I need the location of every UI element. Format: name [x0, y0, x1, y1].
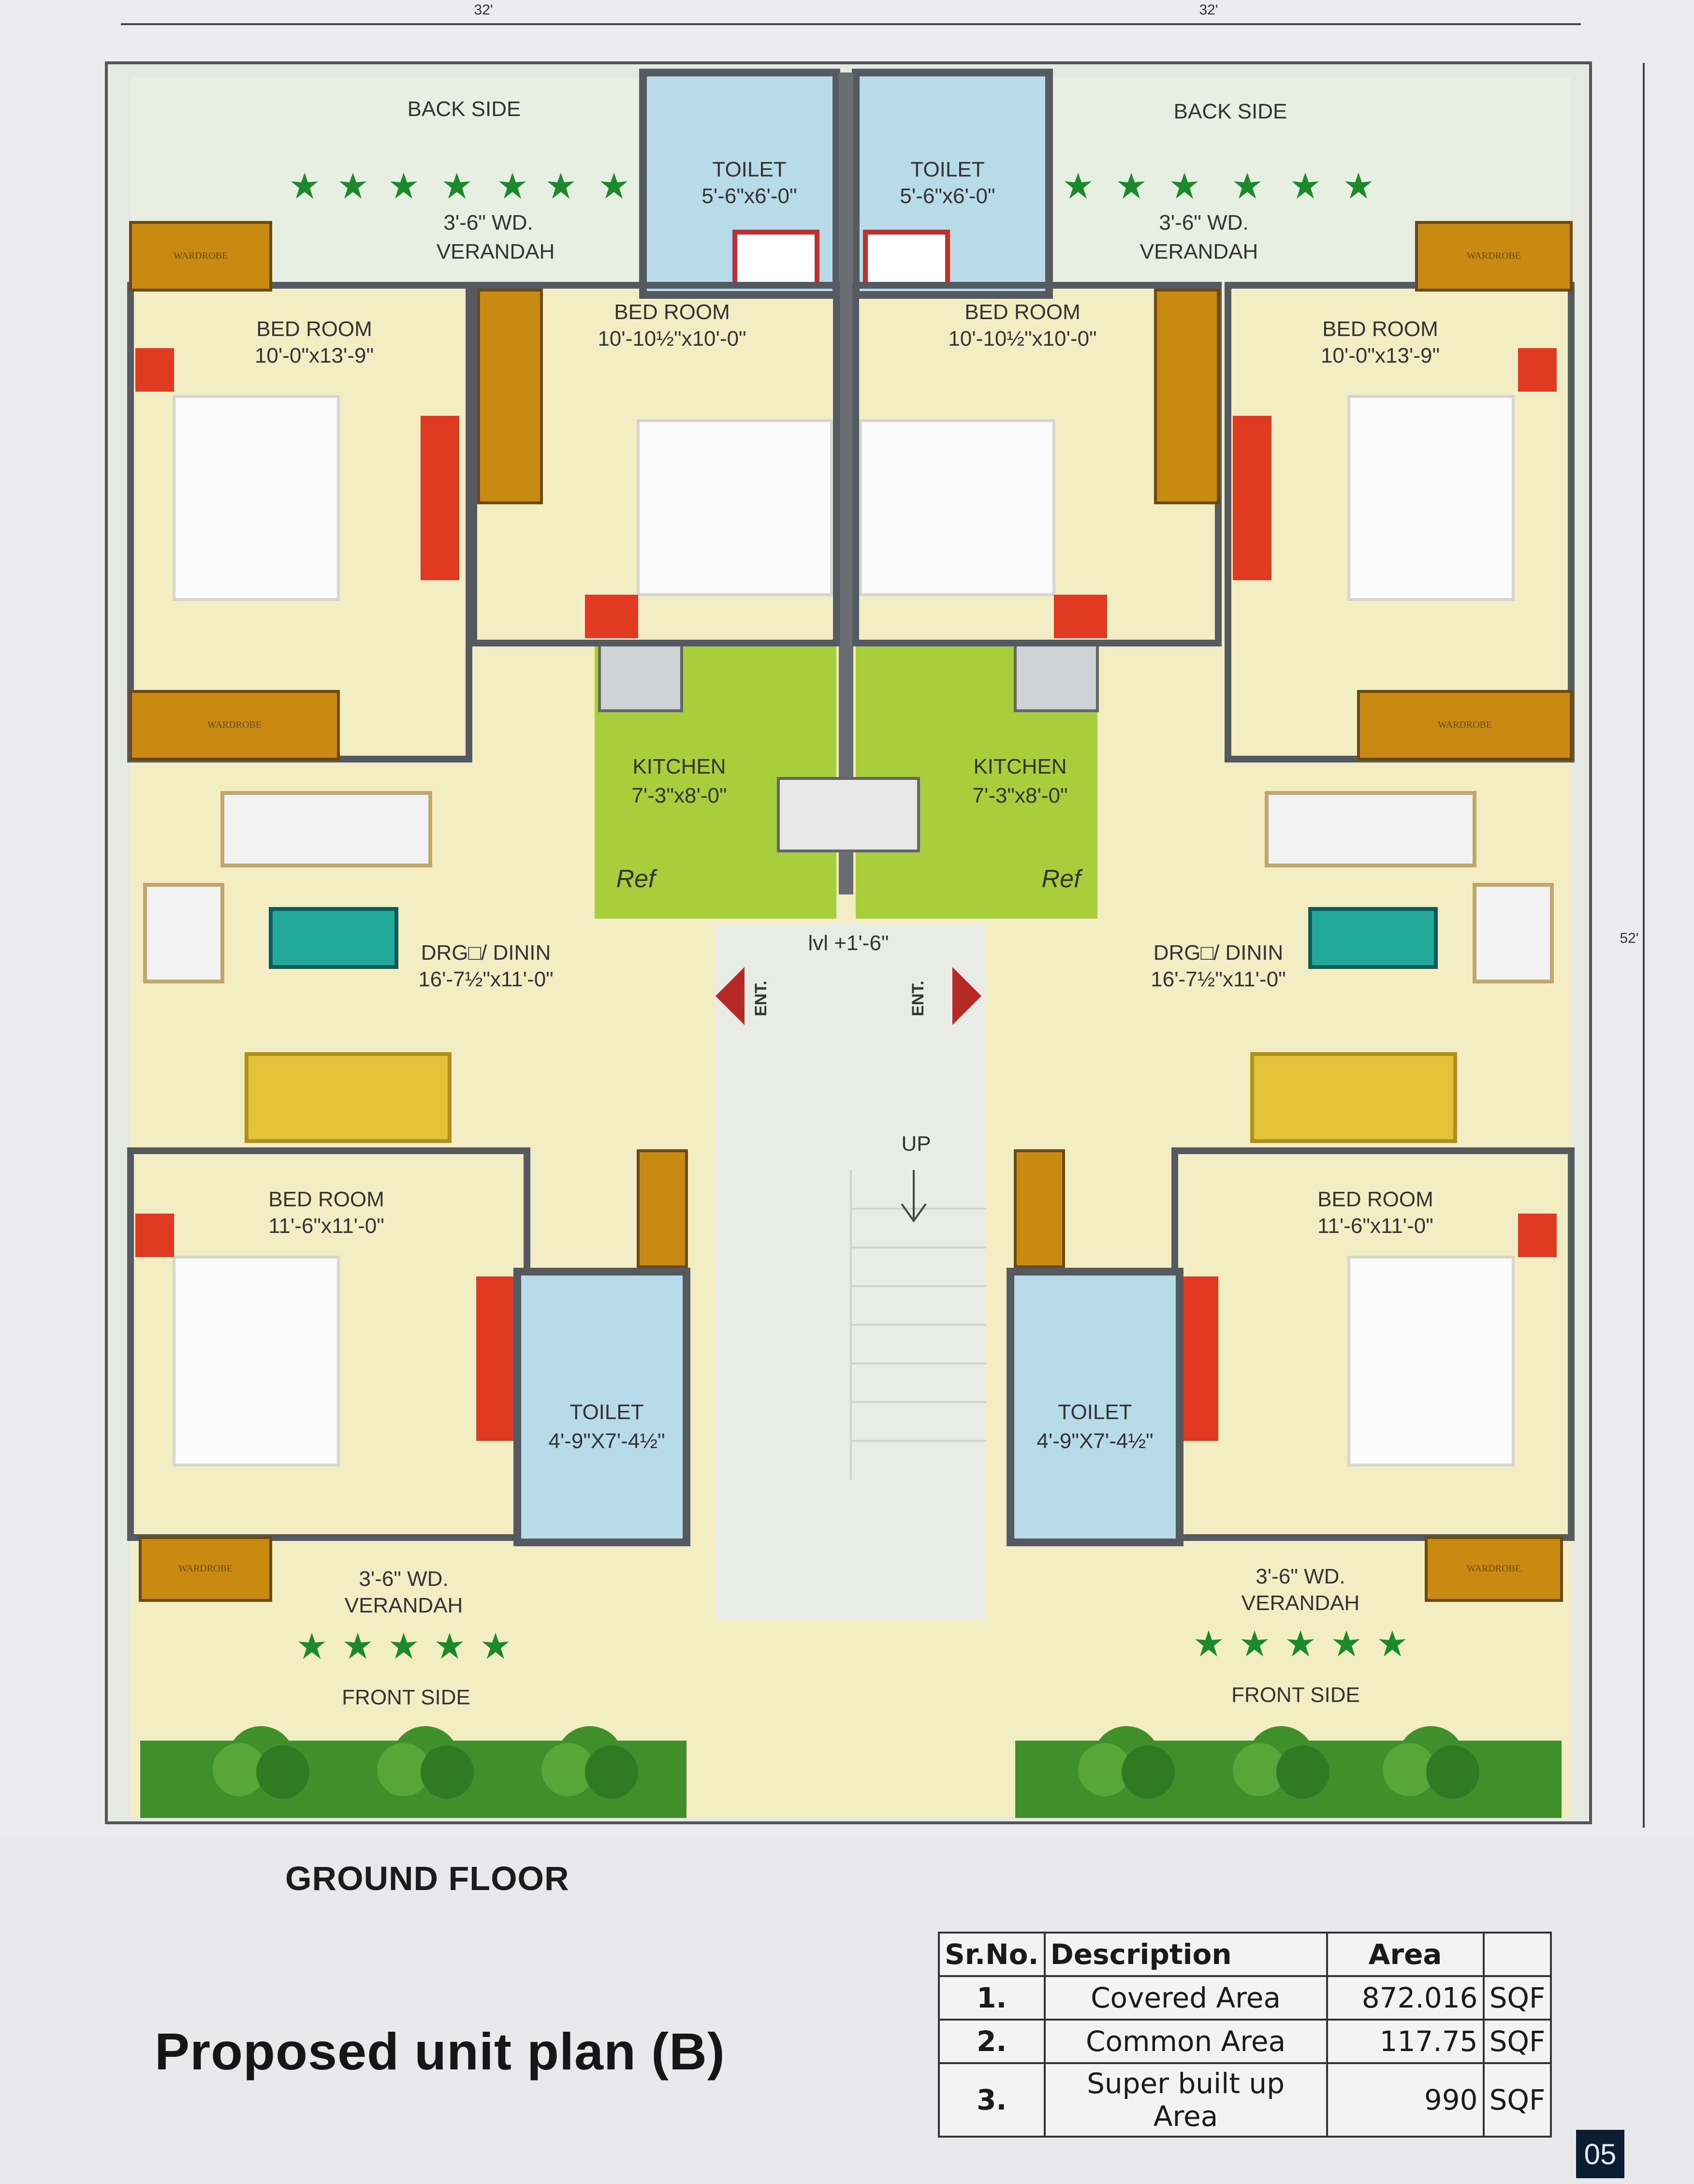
- kitchen-left-size: 7'-3"x8'-0": [631, 784, 727, 807]
- floor-plan: 32' 32' 52': [105, 2, 1645, 1828]
- toilet-bottom-left-size: 4'-9"X7'-4½": [548, 1429, 665, 1453]
- bed-room-front-right-size: 11'-6"x11'-0": [1317, 1214, 1433, 1238]
- bed-room-front-right-label: BED ROOM: [1317, 1187, 1433, 1211]
- wardrobe-label-6: WARDROBE: [1467, 1563, 1521, 1574]
- kitchen-right-label: KITCHEN: [973, 755, 1066, 778]
- toilet-top-left-label: TOILET: [712, 158, 786, 181]
- row-area: 872.016: [1326, 1975, 1485, 2021]
- level-label: lvl +1'-6": [808, 931, 889, 955]
- toilet-bottom-right-label: TOILET: [1058, 1400, 1132, 1424]
- entrance-right: ENT.: [909, 981, 927, 1016]
- verandah-bottom-left-size: 3'-6" WD.: [359, 1567, 448, 1591]
- ref-left: Ref: [616, 865, 657, 893]
- kitchen-right-size: 7'-3"x8'-0": [972, 784, 1067, 807]
- dim-top-right: 32': [1199, 2, 1218, 18]
- bed-room-front-left-label: BED ROOM: [268, 1187, 384, 1211]
- verandah-bottom-right-size: 3'-6" WD.: [1256, 1565, 1345, 1588]
- header-area: Area: [1326, 1932, 1485, 1977]
- verandah-top-left-size: 3'-6" WD.: [443, 211, 533, 235]
- bed-room-center-left-label: BED ROOM: [614, 300, 730, 324]
- ground-floor-label: GROUND FLOOR: [285, 1860, 570, 1897]
- row-area: 990: [1326, 2062, 1485, 2138]
- ref-right: Ref: [1042, 865, 1083, 893]
- drawing-right-label: DRG□/ DININ: [1154, 941, 1284, 965]
- row-no: 3.: [938, 2062, 1046, 2138]
- back-side-left: BACK SIDE: [408, 97, 521, 121]
- row-area: 117.75: [1326, 2019, 1485, 2064]
- area-table: Sr.No. Description Area 1. Covered Area …: [938, 1932, 1552, 2138]
- bed-room-front-left-size: 11'-6"x11'-0": [268, 1214, 384, 1238]
- row-description: Common Area: [1043, 2019, 1328, 2064]
- header-description: Description: [1043, 1932, 1328, 1977]
- dim-right: 52': [1620, 930, 1638, 946]
- row-description: Super built up Area: [1043, 2062, 1328, 2138]
- verandah-top-left-label: VERANDAH: [437, 240, 555, 264]
- front-side-right: FRONT SIDE: [1231, 1683, 1360, 1707]
- table-row: 3. Super built up Area 990 SQF: [938, 2062, 1552, 2138]
- table-row: 2. Common Area 117.75 SQF: [938, 2019, 1552, 2064]
- row-unit: SQF: [1482, 1975, 1552, 2021]
- row-no: 2.: [938, 2019, 1046, 2064]
- toilet-top-right-label: TOILET: [910, 158, 984, 181]
- verandah-top-right-label: VERANDAH: [1140, 240, 1258, 264]
- wardrobe-label-3: WARDROBE: [207, 719, 262, 730]
- bed-room-center-left-size: 10'-10½"x10'-0": [598, 327, 746, 351]
- plan-title: Proposed unit plan (B): [155, 2022, 725, 2081]
- header-unit: [1482, 1932, 1552, 1977]
- row-unit: SQF: [1482, 2062, 1552, 2138]
- entrance-left: ENT.: [752, 981, 770, 1016]
- back-side-right: BACK SIDE: [1174, 100, 1287, 123]
- wardrobe-label-4: WARDROBE: [1438, 719, 1492, 730]
- verandah-bottom-left-label: VERANDAH: [345, 1594, 463, 1617]
- table-row: 1. Covered Area 872.016 SQF: [938, 1975, 1552, 2021]
- bed-room-corner-right-size: 10'-0"x13'-9": [1321, 344, 1440, 367]
- bed-room-center-right-label: BED ROOM: [964, 300, 1081, 324]
- wardrobe-label-1: WARDROBE: [174, 250, 228, 261]
- kitchen-left-label: KITCHEN: [632, 755, 726, 778]
- bed-room-corner-left-size: 10'-0"x13'-9": [255, 344, 374, 367]
- toilet-top-right-size: 5'-6"x6'-0": [900, 184, 995, 208]
- toilet-bottom-left-label: TOILET: [570, 1400, 643, 1424]
- wardrobe-label-2: WARDROBE: [1467, 250, 1521, 261]
- bed-room-corner-left-label: BED ROOM: [256, 317, 372, 341]
- row-description: Covered Area: [1043, 1975, 1328, 2021]
- row-unit: SQF: [1482, 2019, 1552, 2064]
- bed-room-corner-right-label: BED ROOM: [1322, 317, 1438, 341]
- bed-room-center-right-size: 10'-10½"x10'-0": [948, 327, 1096, 351]
- toilet-bottom-right-size: 4'-9"X7'-4½": [1037, 1429, 1153, 1453]
- table-header-row: Sr.No. Description Area: [938, 1932, 1552, 1977]
- wardrobe-label-5: WARDROBE: [178, 1563, 233, 1574]
- up-label: UP: [901, 1132, 931, 1156]
- toilet-top-left-size: 5'-6"x6'-0": [701, 184, 797, 208]
- verandah-top-right-size: 3'-6" WD.: [1159, 211, 1248, 235]
- row-no: 1.: [938, 1975, 1046, 2021]
- drawing-left-label: DRG□/ DININ: [421, 941, 551, 965]
- front-side-left: FRONT SIDE: [342, 1686, 470, 1709]
- drawing-right-size: 16'-7½"x11'-0": [1151, 967, 1286, 991]
- header-sr-no: Sr.No.: [938, 1932, 1046, 1977]
- drawing-left-size: 16'-7½"x11'-0": [418, 967, 554, 991]
- verandah-bottom-right-label: VERANDAH: [1241, 1591, 1360, 1615]
- page-number: 05: [1576, 2130, 1624, 2178]
- dim-top-left: 32': [474, 2, 493, 18]
